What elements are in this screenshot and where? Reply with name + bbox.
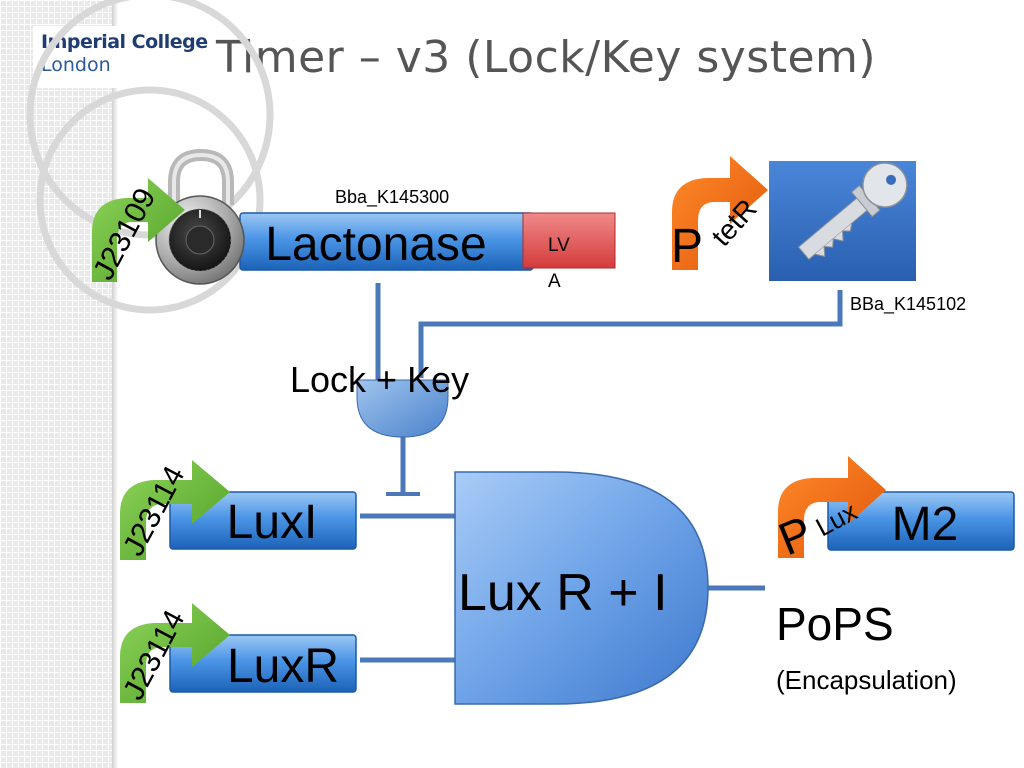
lux-and-gate [454, 471, 709, 705]
and-gate-label: Lux R + I [458, 564, 668, 622]
pops-note: (Encapsulation) [776, 665, 957, 695]
lva-tag-line-1: LV [548, 235, 570, 256]
pops-label: PoPS [776, 598, 894, 650]
lock-key-label: Lock + Key [290, 359, 469, 400]
m2-gene: M2 [827, 491, 1015, 551]
lock-key-gate [356, 379, 449, 438]
lactonase-label: Lactonase [265, 218, 487, 271]
ptetr-p-label: P [671, 220, 703, 273]
lactonase-part-id: Bba_K145300 [335, 187, 449, 208]
luxi-label: LuxI [227, 496, 318, 549]
luxr-label: LuxR [227, 640, 339, 693]
key-part-id: BBa_K145102 [850, 294, 966, 315]
lva-tag-line-2: A [548, 271, 561, 292]
luxi-gene: LuxI [169, 491, 357, 550]
lva-degradation-tag: LV A [522, 212, 616, 292]
logo-line-1: Imperial College [41, 31, 208, 53]
key-icon [769, 161, 916, 281]
background-grid-pattern [0, 0, 112, 768]
ptetr-promoter-arrow: P tetR [671, 156, 768, 273]
connection-wires [360, 283, 843, 663]
m2-label: M2 [892, 498, 959, 551]
lactonase-gene: Lactonase [239, 212, 534, 271]
logo-line-2: London [41, 54, 111, 76]
slide-title: Timer – v3 (Lock/Key system) [216, 32, 877, 83]
padlock-icon [155, 148, 245, 285]
grid-edge-shadow [112, 0, 118, 768]
luxr-gene: LuxR [169, 634, 357, 693]
